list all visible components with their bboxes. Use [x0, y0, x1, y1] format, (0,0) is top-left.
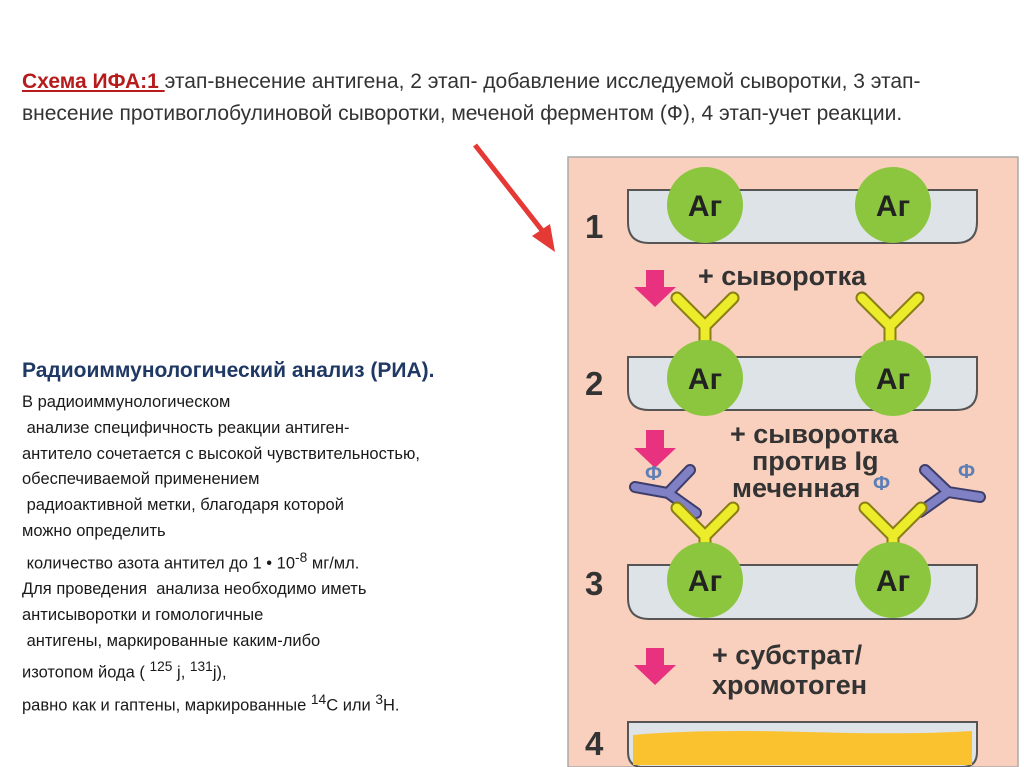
- enzyme-label: Ф: [645, 463, 662, 485]
- step-number-4: 4: [585, 725, 604, 762]
- pink-arrow-icon: [634, 648, 676, 685]
- ria-line: изотопом йода ( 125 j, 131j),: [22, 654, 562, 686]
- ria-text: равно как и гаптены, маркированные: [22, 696, 311, 715]
- antigen-circle: [667, 340, 743, 416]
- antigen-circle: [855, 167, 931, 243]
- ria-line: можно определить: [22, 521, 166, 540]
- header-text: этап-внесение антигена, 2 этап- добавлен…: [22, 70, 921, 125]
- antigen-circle: [855, 340, 931, 416]
- step-number-1: 1: [585, 208, 603, 245]
- ria-line: анализе специфичность реакции антиген-: [22, 418, 350, 437]
- red-arrowhead-icon: [532, 224, 555, 252]
- ria-line: антисыворотки и гомологичные: [22, 605, 264, 624]
- antigen-label: Аг: [688, 363, 722, 396]
- ria-text: Н.: [383, 696, 400, 715]
- step-number-3: 3: [585, 565, 603, 602]
- antigen-label: Аг: [688, 565, 722, 598]
- step-number-2: 2: [585, 365, 603, 402]
- ria-title: Радиоиммунологический анализ (РИА).: [22, 359, 435, 382]
- ria-text: изотопом йода (: [22, 663, 150, 682]
- antigen-circle: [855, 542, 931, 618]
- ria-text: количество азота антител до 1 • 10: [22, 554, 296, 573]
- ria-line: обеспечиваемой применением: [22, 470, 260, 489]
- ria-line: антитело сочетается с высокой чувствител…: [22, 444, 420, 463]
- ria-text: С или: [326, 696, 376, 715]
- ria-line: Для проведения анализа необходимо иметь: [22, 580, 367, 599]
- antigen-circle: [667, 167, 743, 243]
- ria-superscript: -8: [295, 549, 308, 565]
- ria-superscript: 3: [375, 691, 384, 707]
- ria-line: антигены, маркированные каким-либо: [22, 631, 321, 650]
- antigen-label: Аг: [876, 565, 910, 598]
- antigen-label: Аг: [876, 363, 910, 396]
- red-arrow-icon: [473, 143, 550, 240]
- ria-superscript: 131: [189, 659, 213, 675]
- enzyme-label: Ф: [873, 473, 890, 495]
- ria-line: В радиоиммунологическом: [22, 393, 231, 411]
- antigen-label: Аг: [688, 190, 722, 223]
- pink-arrow-icon: [634, 270, 676, 307]
- ria-body: В радиоиммунологическом анализе специфич…: [22, 390, 562, 719]
- antigen-label: Аг: [876, 190, 910, 223]
- label-anti-ig: против Ig: [752, 446, 879, 476]
- label-labeled: меченная: [732, 473, 860, 503]
- label-substrate: + субстрат/: [712, 640, 863, 670]
- label-chromogen: хромотоген: [712, 670, 867, 700]
- ria-text: мг/мл.: [307, 554, 360, 573]
- colored-product: [633, 731, 972, 765]
- slide-header: Схема ИФА:1 этап-внесение антигена, 2 эт…: [22, 66, 922, 130]
- ria-superscript: 125: [149, 659, 173, 675]
- pink-arrow-icon: [634, 430, 676, 468]
- labeled-antibody-icon: [629, 464, 702, 519]
- ria-text: j,: [172, 663, 190, 682]
- ria-line: количество азота антител до 1 • 10-8 мг/…: [22, 545, 562, 577]
- ria-line: равно как и гаптены, маркированные 14С и…: [22, 687, 562, 719]
- enzyme-label: Ф: [958, 461, 975, 483]
- antigen-circle: [667, 542, 743, 618]
- ria-text: j),: [212, 663, 227, 682]
- label-anti-serum: + сыворотка: [730, 419, 899, 449]
- label-serum: + сыворотка: [698, 261, 867, 291]
- ria-section: Радиоиммунологический анализ (РИА). В ра…: [22, 356, 562, 719]
- header-lead: Схема ИФА:1: [22, 70, 165, 93]
- ria-superscript: 14: [310, 691, 327, 707]
- ria-line: радиоактивной метки, благодаря которой: [22, 496, 344, 515]
